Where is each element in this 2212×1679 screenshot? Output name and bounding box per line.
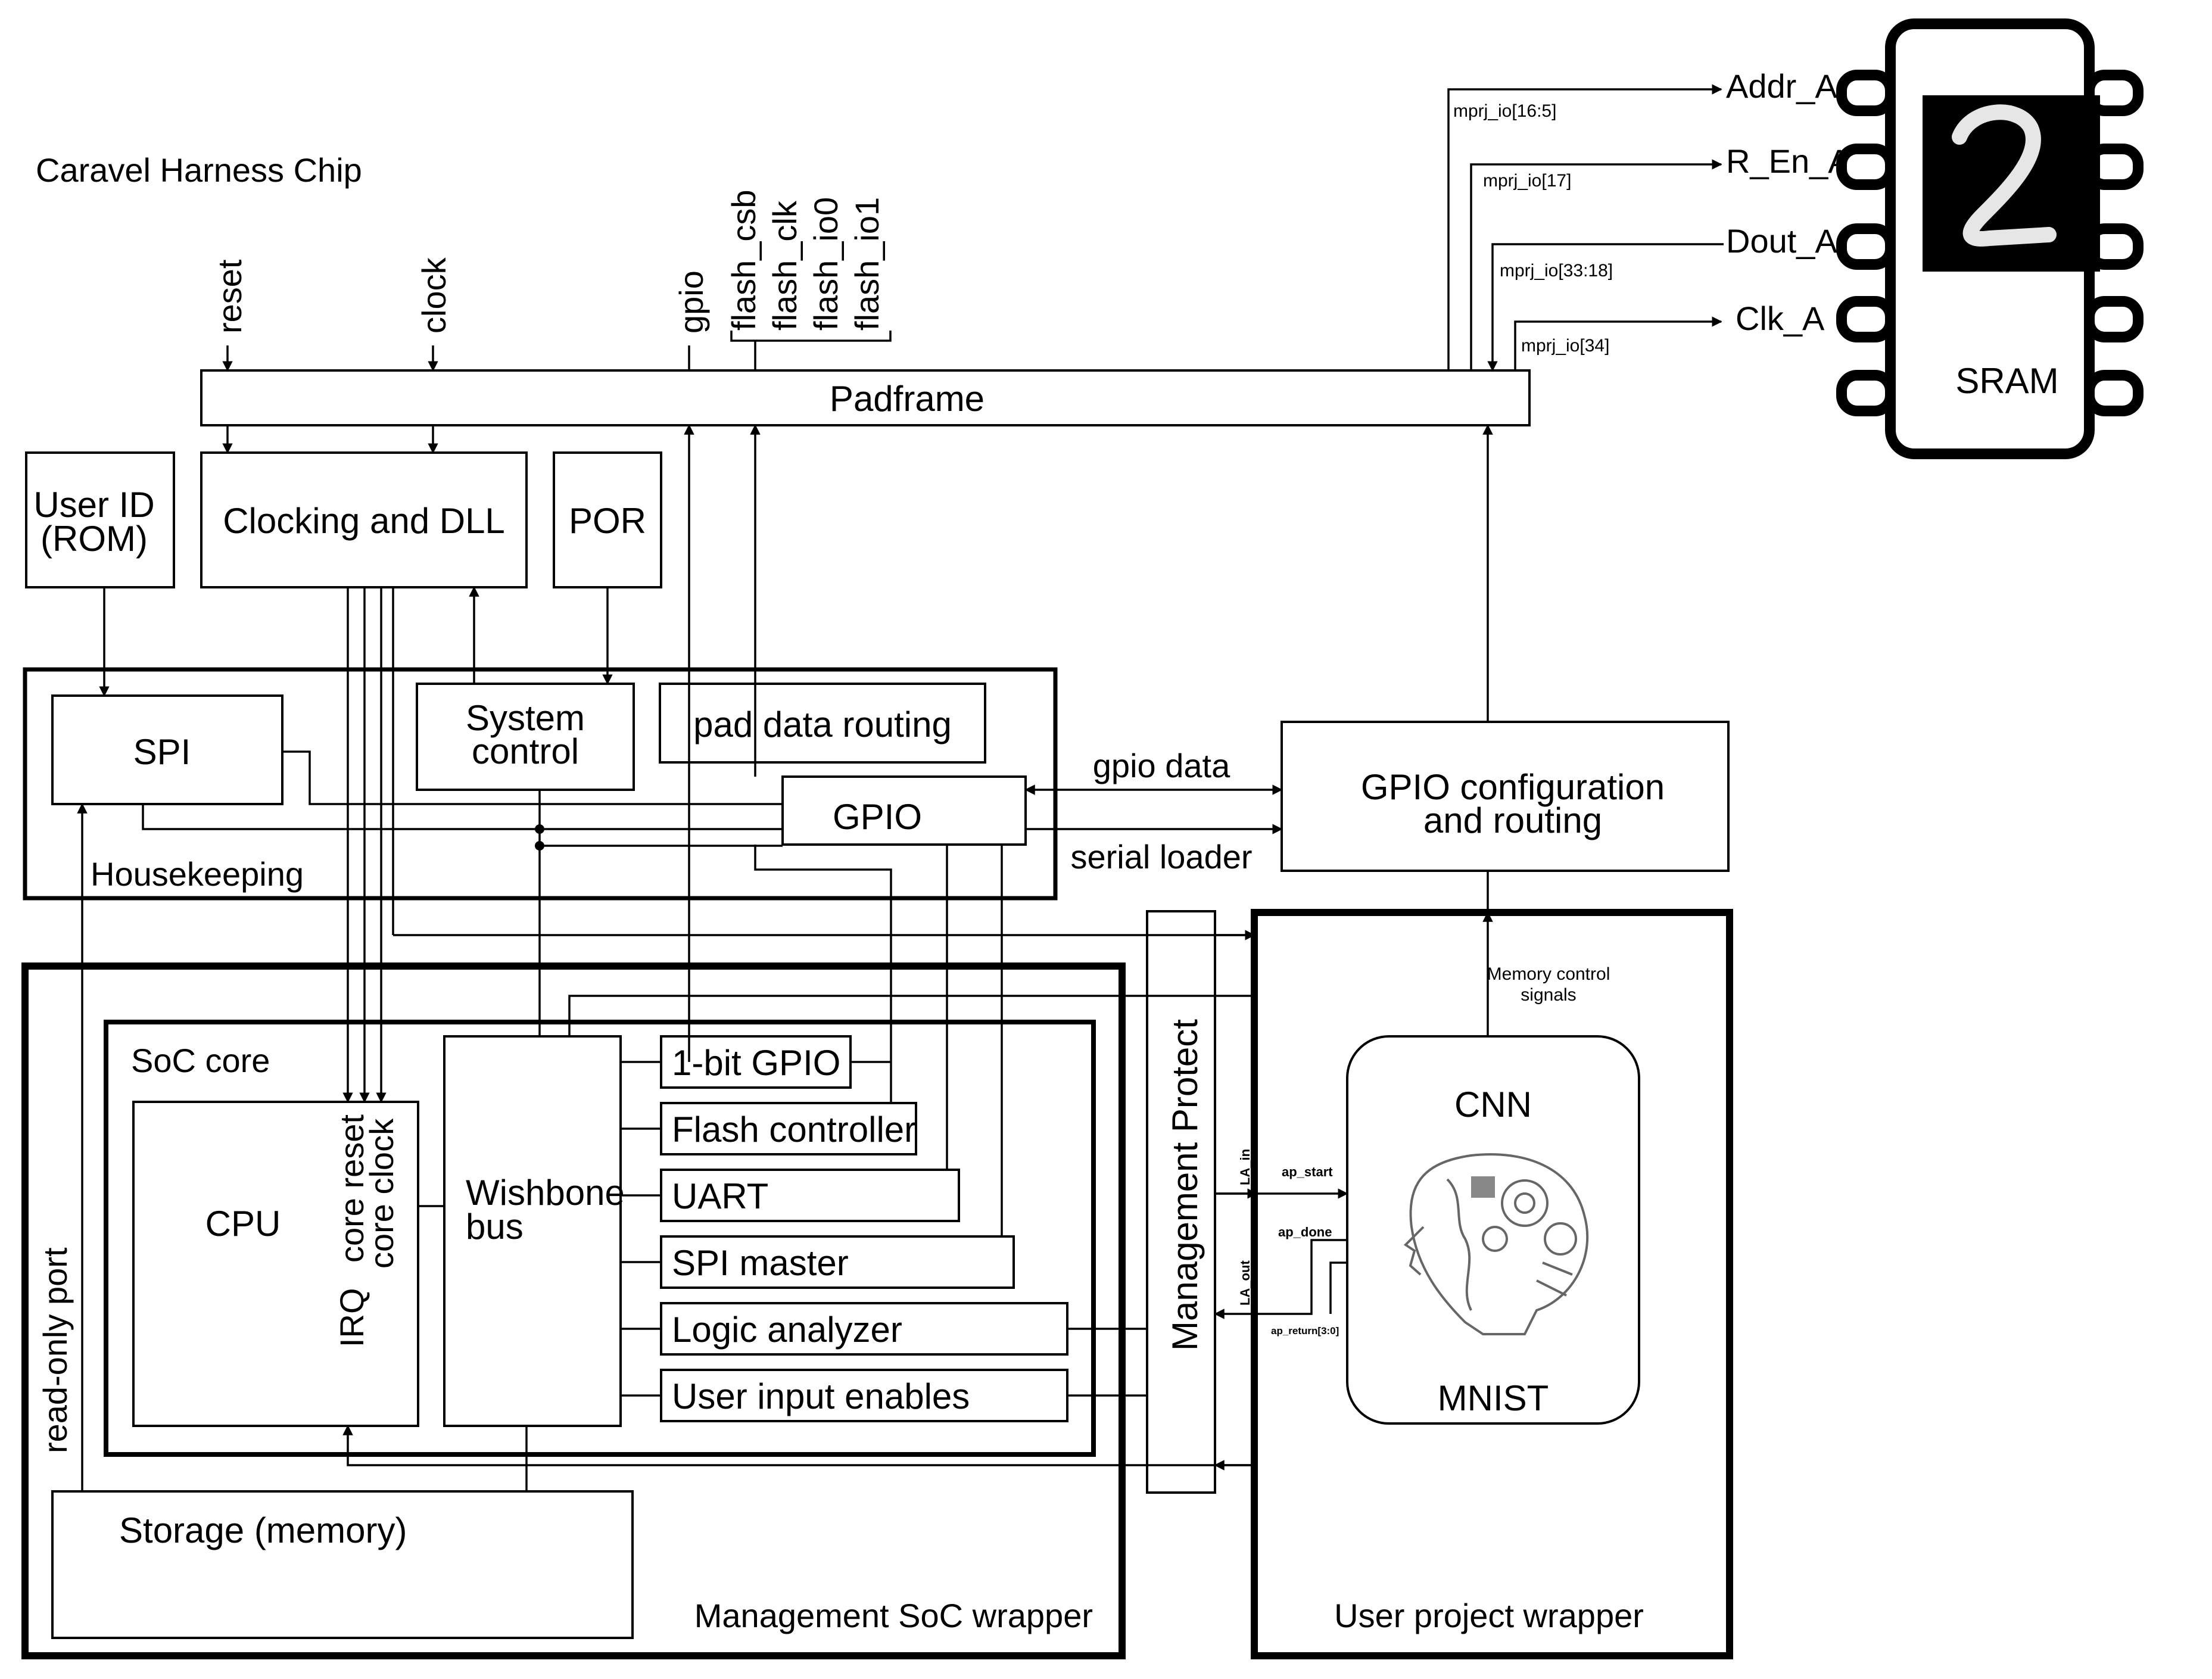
peripheral-spi-master-label: SPI master xyxy=(672,1243,849,1283)
system-control-box xyxy=(416,683,635,791)
mgmt-protect-box xyxy=(1146,910,1216,1494)
storage-box xyxy=(51,1490,634,1639)
read-only-port-label: read-only port xyxy=(36,1247,74,1453)
mnist-label: MNIST xyxy=(1438,1378,1549,1418)
mgmt-soc-wrapper-box xyxy=(21,962,1126,1659)
sram-label: SRAM xyxy=(1955,361,2058,401)
ap-return-wire xyxy=(1329,1261,1347,1314)
sram-signal-4: Clk_A xyxy=(1736,300,1825,337)
gpio-config-line2: and routing xyxy=(1423,800,1602,840)
ap-return-label: ap_return[3:0] xyxy=(1271,1325,1339,1337)
cpu-box xyxy=(132,1101,419,1427)
gpio-label: GPIO xyxy=(833,797,922,837)
wishbone-box xyxy=(443,1035,622,1427)
peripheral-logic-analyzer-label: Logic analyzer xyxy=(672,1310,902,1350)
por-label: POR xyxy=(569,501,646,541)
core-clock-label: core clock xyxy=(363,1118,400,1269)
ap-start-label: ap_start xyxy=(1282,1164,1333,1179)
flash-csb-label: flash_csb xyxy=(725,189,762,331)
la-out-label: LA_out xyxy=(1238,1260,1253,1306)
user-id-line2: (ROM) xyxy=(40,519,148,559)
gpio-config-line1: GPIO configuration xyxy=(1361,767,1665,807)
cpu-label: CPU xyxy=(205,1204,281,1244)
wiring xyxy=(77,424,1493,1491)
housekeeping-label: Housekeeping xyxy=(91,855,304,893)
padframe-label: Padframe xyxy=(830,379,985,419)
pad-data-routing-box xyxy=(659,683,986,764)
wishbone-line2: bus xyxy=(466,1207,524,1247)
flash-bracket xyxy=(730,331,892,342)
gpio-pad-label: gpio xyxy=(672,270,710,334)
flash-clk-label: flash_clk xyxy=(766,200,803,331)
clock-label: clock xyxy=(415,257,453,334)
sram-signal-2: R_En_A xyxy=(1726,142,1850,180)
sram-signal-1: Addr_A xyxy=(1726,67,1837,105)
brain-head-icon xyxy=(1403,1153,1589,1335)
peripheral-flash-label: Flash controller xyxy=(672,1110,916,1150)
system-control-line1: System xyxy=(466,698,585,738)
soc-core-label: SoC core xyxy=(131,1042,270,1079)
sram-bus-2: mprj_io[17] xyxy=(1483,171,1571,191)
gpio-config-box xyxy=(1281,721,1730,872)
system-control-line2: control xyxy=(472,731,579,771)
peripheral-user-enables-label: User input enables xyxy=(672,1376,970,1416)
sram-signal-3: Dout_A xyxy=(1726,222,1837,260)
serial-loader-label: serial loader xyxy=(1070,838,1252,876)
ap-done-label: ap_done xyxy=(1278,1225,1332,1239)
chip-title: Caravel Harness Chip xyxy=(36,151,362,189)
storage-label: Storage (memory) xyxy=(119,1510,407,1550)
ap-done-wire xyxy=(1214,1239,1347,1319)
sram-bus-1: mprj_io[16:5] xyxy=(1453,101,1556,121)
flash-io0-label: flash_io0 xyxy=(807,197,845,331)
memory-control-line2: signals xyxy=(1521,985,1576,1005)
padframe-box xyxy=(200,369,1531,426)
spi-label: SPI xyxy=(133,732,191,772)
mgmt-soc-wrapper-label: Management SoC wrapper xyxy=(694,1597,1093,1634)
user-id-line1: User ID xyxy=(33,485,154,525)
user-project-wrapper-label: User project wrapper xyxy=(1334,1597,1644,1634)
sram-bus-3: mprj_io[33:18] xyxy=(1500,261,1613,281)
cnn-box xyxy=(1346,1035,1640,1425)
mgmt-protect-label: Management Protect xyxy=(1165,1019,1205,1351)
flash-io1-label: flash_io1 xyxy=(848,197,886,331)
peripheral-1bit-gpio-label: 1-bit GPIO xyxy=(672,1043,840,1083)
clocking-label: Clocking and DLL xyxy=(223,501,505,541)
sram-wiring xyxy=(1447,84,1724,372)
irq-label: IRQ xyxy=(333,1288,370,1347)
soc-core-box xyxy=(104,1020,1096,1457)
wishbone-line1: Wishbone xyxy=(466,1173,625,1213)
user-project-wrapper-box xyxy=(1251,909,1733,1659)
sram-bus-4: mprj_io[34] xyxy=(1521,336,1609,356)
wishbone-taps xyxy=(418,1061,661,1397)
memory-control-line1: Memory control xyxy=(1487,964,1610,984)
spi-box xyxy=(51,694,283,805)
la-in-label: LA_in xyxy=(1238,1149,1253,1185)
pad-data-routing-label: pad data routing xyxy=(693,705,952,745)
peripheral-uart-label: UART xyxy=(672,1176,768,1216)
reset-label: reset xyxy=(211,259,248,334)
cnn-label: CNN xyxy=(1454,1085,1532,1124)
core-reset-label: core reset xyxy=(333,1114,370,1263)
user-id-box xyxy=(25,451,175,588)
gpio-box xyxy=(781,775,1027,846)
sram-chip-icon xyxy=(1836,18,2144,459)
gpio-data-label: gpio data xyxy=(1093,747,1230,784)
